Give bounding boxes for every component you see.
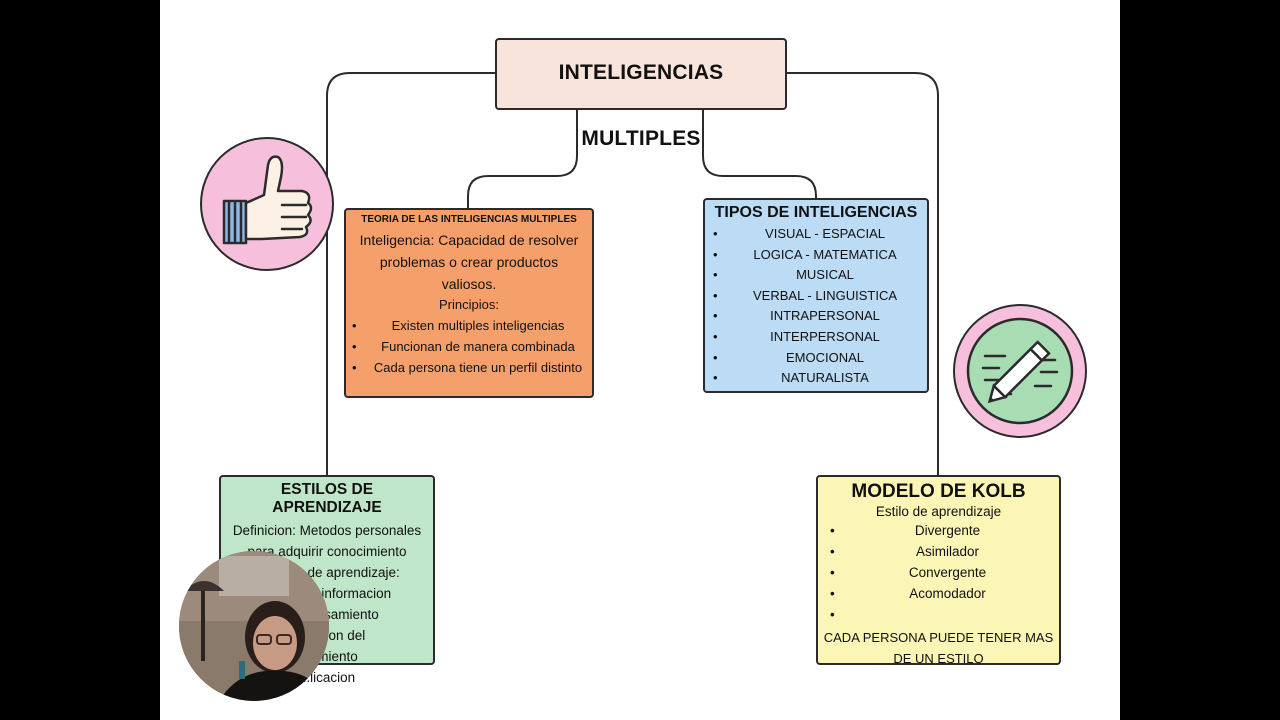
list-item: EMOCIONAL	[713, 348, 919, 369]
principles-label: Principios:	[439, 297, 499, 312]
estilos-line: ...licacion	[298, 670, 356, 685]
list-item: VERBAL - LINGUISTICA	[713, 286, 919, 307]
tipos-box: TIPOS DE INTELIGENCIAS VISUAL - ESPACIAL…	[703, 198, 929, 393]
thumbs-up-icon	[200, 137, 334, 271]
list-item: Asimilador	[822, 541, 1055, 562]
connector-lines	[326, 72, 939, 475]
slide-canvas: INTELIGENCIAS MULTIPLES TEORIA DE LAS IN…	[160, 0, 1120, 720]
teoria-box: TEORIA DE LAS INTELIGENCIAS MULTIPLES In…	[344, 208, 594, 398]
list-item: INTRAPERSONAL	[713, 306, 919, 327]
pencil-icon	[953, 304, 1087, 438]
title-box: INTELIGENCIAS MULTIPLES	[495, 38, 787, 150]
list-item: Existen multiples inteligencias	[352, 315, 586, 336]
list-item: Divergente	[822, 520, 1055, 541]
tipos-heading: TIPOS DE INTELIGENCIAS	[714, 204, 918, 221]
list-item: NATURALISTA	[713, 368, 919, 389]
estilos-line: para adquirir conocimiento	[247, 544, 407, 559]
list-item: INTERPERSONAL	[713, 327, 919, 348]
estilos-line: Definicion: Metodos personales	[232, 523, 422, 538]
estilos-heading: ESTILOS DE APRENDIZAJE	[272, 481, 382, 516]
list-item: VISUAL - ESPACIAL	[713, 224, 919, 245]
list-item: LOGICA - MATEMATICA	[713, 245, 919, 266]
webcam-overlay	[179, 551, 329, 701]
list-item: MUSICAL	[713, 265, 919, 286]
kolb-list: Divergente Asimilador Convergente Acomod…	[822, 520, 1055, 625]
principles-list: Existen multiples inteligencias Funciona…	[352, 315, 586, 378]
kolb-subheading: Estilo de aprendizaje	[875, 504, 1002, 519]
list-item: Cada persona tiene un perfil distinto	[352, 357, 586, 378]
teoria-definition: Inteligencia: Capacidad de resolver prob…	[359, 232, 579, 292]
list-item: Funcionan de manera combinada	[352, 336, 586, 357]
teoria-heading: TEORIA DE LAS INTELIGENCIAS MULTIPLES	[361, 214, 577, 225]
list-item	[822, 604, 1055, 625]
kolb-note: CADA PERSONA PUEDE TENER MAS DE UN ESTIL…	[823, 630, 1054, 666]
tipos-list: VISUAL - ESPACIAL LOGICA - MATEMATICA MU…	[713, 224, 919, 389]
list-item: Acomodador	[822, 583, 1055, 604]
kolb-heading: MODELO DE KOLB	[851, 481, 1026, 502]
kolb-box: MODELO DE KOLB Estilo de aprendizaje Div…	[816, 475, 1061, 666]
diagram-title: INTELIGENCIAS MULTIPLES	[558, 61, 724, 150]
list-item: Convergente	[822, 562, 1055, 583]
